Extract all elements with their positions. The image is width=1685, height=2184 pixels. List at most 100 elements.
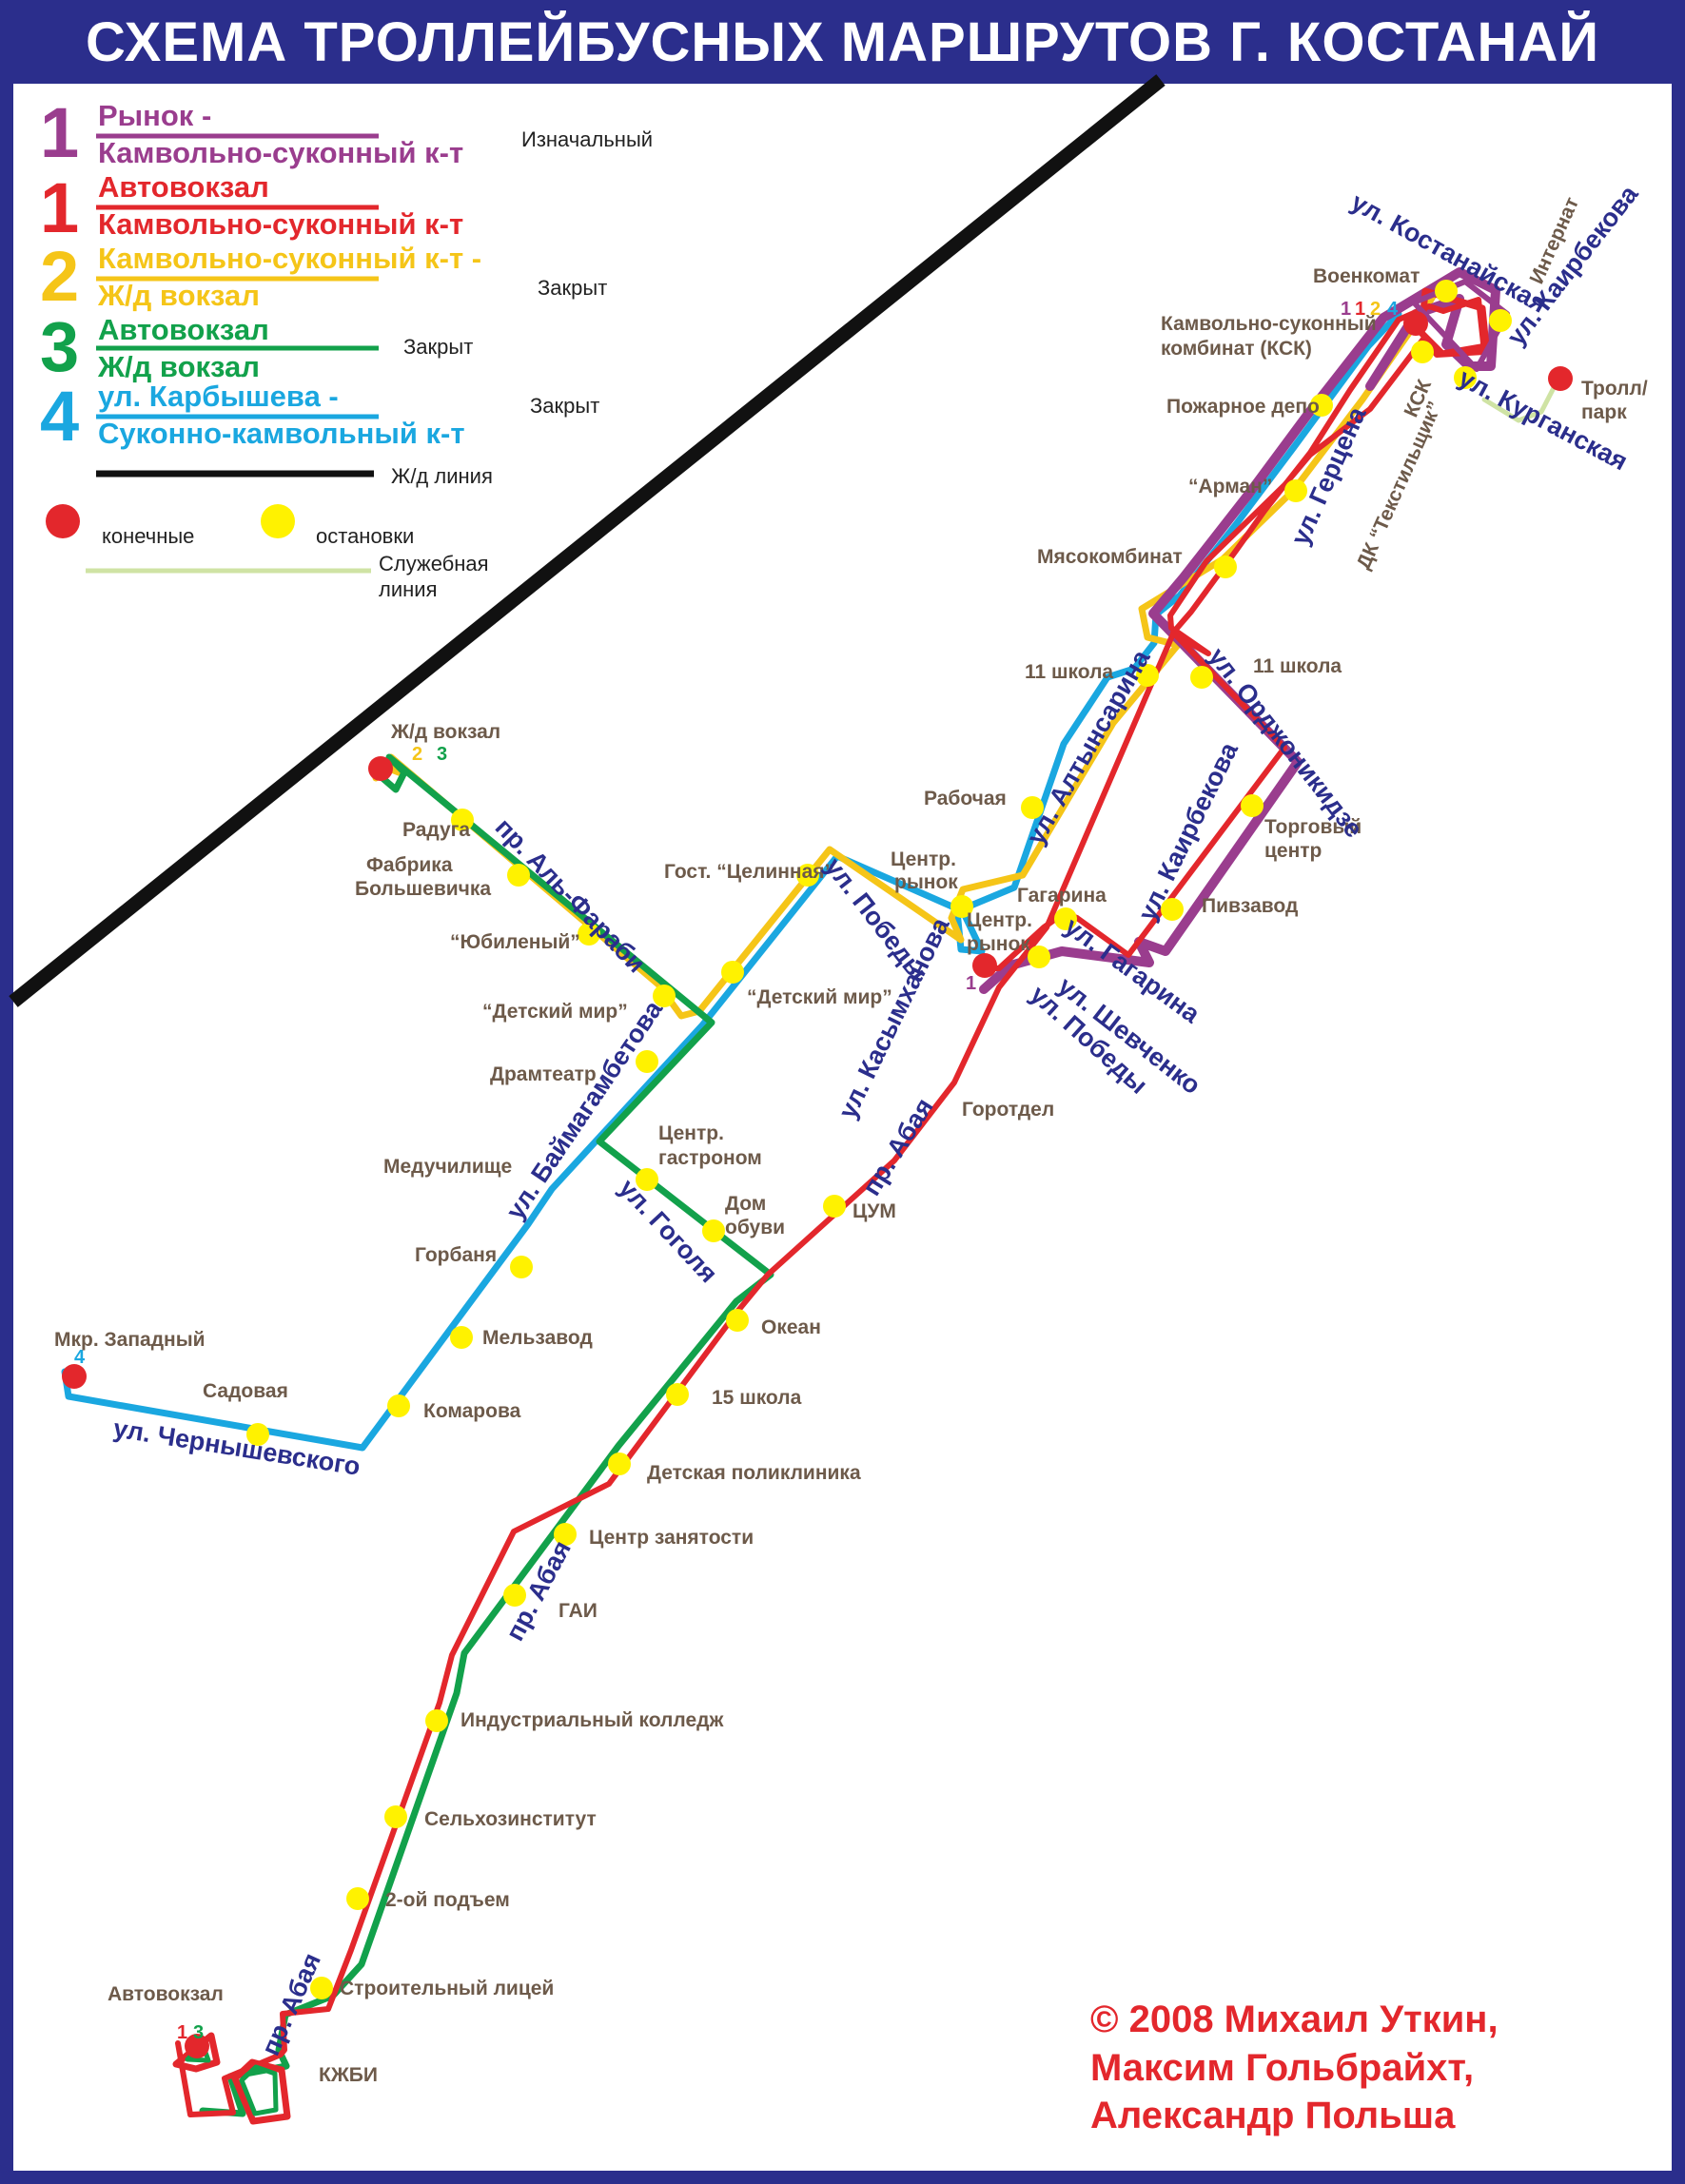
- marker-rynok-1: 1: [966, 973, 976, 994]
- legend-route-1-original-to: Камвольно-суконный к-т: [98, 136, 463, 169]
- stop-dot: [384, 1805, 407, 1828]
- street-al-farabi: пр. Аль-Фараби: [490, 812, 651, 978]
- route-1-line: [175, 297, 1487, 2117]
- stop-label-arman: “Арман”: [1188, 476, 1272, 497]
- stop-dot: [510, 1256, 533, 1278]
- legend-route-2-status: Закрыт: [538, 276, 607, 300]
- street-abaya-a: пр. Абая: [857, 1093, 939, 1200]
- credit-line-3: Александр Польша: [1090, 2095, 1456, 2136]
- stop-label-fabrika-2: Большевичка: [355, 878, 491, 900]
- stop-dot: [1489, 309, 1512, 332]
- stop-label-zapadny: Мкр. Западный: [54, 1329, 206, 1351]
- stop-dot: [507, 864, 530, 887]
- stop-label-okean: Океан: [761, 1316, 821, 1338]
- stop-label-ksk-2: комбинат (КСК): [1161, 338, 1312, 360]
- stop-label-15-shkola: 15 школа: [712, 1387, 802, 1409]
- stop-label-melzavod: Мельзавод: [482, 1327, 593, 1349]
- legend-route-1-original-status: Изначальный: [521, 127, 653, 151]
- marker-avtovokzal-1: 1: [177, 2022, 187, 2043]
- stop-dot: [721, 961, 744, 984]
- marker-zhd-2: 2: [412, 744, 422, 765]
- terminal-zapadny: [62, 1364, 87, 1389]
- marker-ksk-1a: 1: [1341, 299, 1351, 320]
- stop-label-ksk-1: Камвольно-суконный: [1161, 313, 1377, 335]
- legend-route-1-from: Автовокзал: [98, 170, 269, 204]
- marker-avtovokzal-3: 3: [193, 2022, 204, 2043]
- kzhbi-loop-green: [239, 2064, 279, 2116]
- route-markers: 1 1 2 4 2 3 4 1 1 3: [74, 299, 1399, 2043]
- legend-route-1-number: 1: [40, 168, 79, 247]
- terminal-zhd-vokzal: [368, 756, 393, 781]
- marker-zhd-3: 3: [437, 744, 447, 765]
- terminal-troll-park: [1548, 366, 1573, 391]
- stop-label-sadovaya: Садовая: [203, 1380, 288, 1402]
- stop-dot: [346, 1887, 369, 1910]
- marker-ksk-2: 2: [1370, 299, 1381, 320]
- stop-label-detmir-a: “Детский мир”: [482, 1001, 628, 1023]
- stop-label-zhbi: КЖБИ: [319, 2064, 378, 2086]
- stop-dot: [1310, 394, 1333, 417]
- legend-route-2-from: Камвольно-суконный к-т -: [98, 242, 481, 275]
- legend-route-3-from: Автовокзал: [98, 313, 269, 346]
- stop-dot: [823, 1195, 846, 1218]
- stop-dot: [1454, 366, 1477, 389]
- legend-route-3-to: Ж/д вокзал: [97, 350, 260, 383]
- stop-label-licey: Строительный лицей: [340, 1978, 554, 1999]
- stop-dot: [554, 1523, 577, 1546]
- credits: © 2008 Михаил Уткин, Максим Гольбрайхт, …: [1090, 1999, 1499, 2136]
- route-1-original-line: [979, 267, 1500, 994]
- service-line: [1481, 376, 1561, 423]
- stop-label-gai: ГАИ: [558, 1600, 598, 1622]
- stop-label-dom-obuvi-1: Дом: [725, 1193, 766, 1215]
- stop-label-torgovyi-1: Торговый: [1264, 816, 1362, 838]
- legend-route-4-from: ул. Карбышева -: [98, 380, 339, 413]
- stop-label-pivzavod: Пивзавод: [1202, 895, 1298, 917]
- stop-label-industrialny: Индустриальный колледж: [460, 1709, 724, 1731]
- legend-route-2-to: Ж/д вокзал: [97, 279, 260, 312]
- map-title: СХЕМА ТРОЛЛЕЙБУСНЫХ МАРШРУТОВ Г. КОСТАНА…: [0, 0, 1685, 84]
- stop-dot: [503, 1584, 526, 1607]
- stop-label-myasokombinat: Мясокомбинат: [1037, 546, 1183, 568]
- stop-dot: [726, 1309, 749, 1332]
- stop-label-komarova: Комарова: [423, 1400, 521, 1422]
- legend-route-1-to: Камвольно-суконный к-т: [98, 207, 463, 241]
- legend-route-4-to: Суконно-камвольный к-т: [98, 417, 465, 450]
- legend-stop-swatch: [261, 504, 295, 538]
- legend-route-1-original-from: Рынок -: [98, 99, 211, 132]
- legend-route-3-number: 3: [40, 307, 79, 386]
- stop-label-centr-rynok-a1: Центр.: [891, 848, 956, 870]
- stop-dot: [1028, 946, 1050, 968]
- stop-dot: [1136, 664, 1159, 687]
- stop-label-tsum: ЦУМ: [852, 1200, 896, 1222]
- marker-ksk-4: 4: [1387, 299, 1399, 320]
- legend-route-3-status: Закрыт: [403, 335, 473, 359]
- stop-dot: [636, 1168, 658, 1191]
- credit-line-2: Максим Гольбрайхт,: [1090, 2047, 1474, 2089]
- stops: [246, 280, 1512, 1999]
- stop-label-11-shkola-a: 11 школа: [1025, 661, 1113, 683]
- stop-label-fabrika-1: Фабрика: [366, 854, 453, 876]
- legend-route-4-number: 4: [40, 377, 79, 456]
- stop-dot: [666, 1383, 689, 1406]
- stop-label-troll-park-1: Тролл/: [1581, 378, 1648, 400]
- stop-dot: [1214, 556, 1237, 578]
- stop-label-celinnaya: Гост. “Целинная”: [664, 861, 834, 883]
- legend-service-label-1: Служебная: [379, 552, 489, 575]
- terminal-ksk: [1403, 311, 1428, 336]
- stop-dot: [310, 1977, 333, 1999]
- stop-labels: Военкомат Камвольно-суконный комбинат (К…: [54, 265, 1648, 2086]
- stop-dot: [450, 1326, 473, 1349]
- marker-zapadny-4: 4: [74, 1347, 86, 1368]
- terminal-centr-rynok: [972, 953, 997, 978]
- stop-dot: [1161, 898, 1184, 921]
- stop-label-dom-obuvi-2: обуви: [725, 1217, 785, 1238]
- credit-line-1: © 2008 Михаил Уткин,: [1090, 1999, 1499, 2040]
- stop-dot: [387, 1394, 410, 1417]
- stop-dot: [950, 895, 973, 918]
- legend-terminal-swatch: [46, 504, 80, 538]
- legend-terminal-label: конечные: [102, 524, 194, 548]
- stop-label-11-shkola-b: 11 школа: [1253, 655, 1342, 677]
- stop-dot: [451, 809, 474, 831]
- stop-label-rabochaya: Рабочая: [924, 788, 1007, 809]
